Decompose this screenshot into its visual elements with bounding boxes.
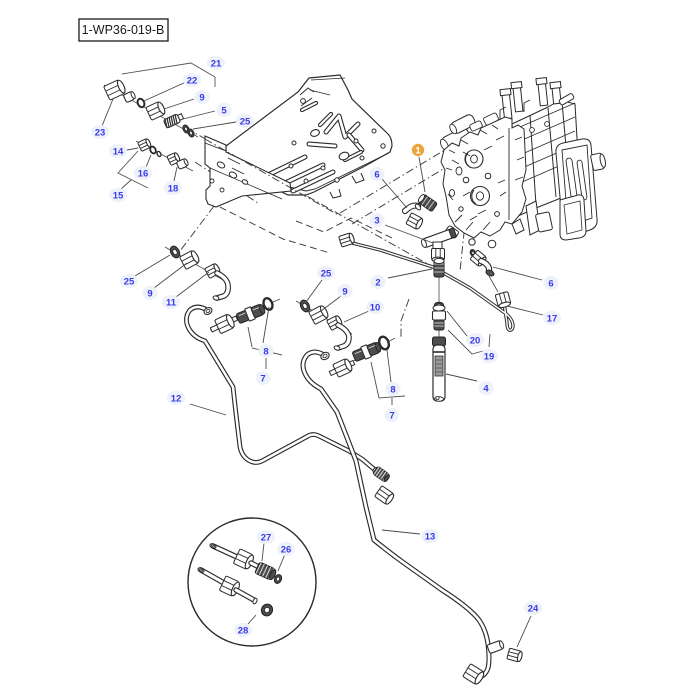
svg-text:25: 25 — [321, 268, 332, 279]
svg-text:22: 22 — [187, 75, 198, 86]
svg-text:8: 8 — [390, 384, 395, 395]
svg-text:25: 25 — [240, 116, 251, 127]
svg-text:1: 1 — [415, 145, 421, 156]
svg-text:9: 9 — [147, 288, 152, 299]
svg-text:6: 6 — [548, 278, 553, 289]
svg-text:21: 21 — [211, 58, 222, 69]
svg-text:11: 11 — [166, 297, 177, 308]
svg-text:7: 7 — [260, 373, 265, 384]
svg-text:9: 9 — [199, 92, 204, 103]
svg-text:3: 3 — [374, 215, 379, 226]
svg-text:1-WP36-019-B: 1-WP36-019-B — [82, 23, 165, 37]
svg-text:7: 7 — [389, 410, 394, 421]
svg-text:24: 24 — [528, 603, 539, 614]
svg-text:2: 2 — [375, 277, 380, 288]
svg-text:15: 15 — [113, 190, 124, 201]
svg-text:10: 10 — [370, 302, 381, 313]
svg-text:14: 14 — [113, 146, 124, 157]
svg-text:27: 27 — [261, 532, 272, 543]
svg-text:28: 28 — [238, 625, 249, 636]
svg-text:26: 26 — [281, 544, 292, 555]
svg-text:6: 6 — [374, 169, 379, 180]
svg-text:12: 12 — [171, 393, 182, 404]
svg-text:23: 23 — [95, 127, 106, 138]
svg-text:20: 20 — [470, 335, 481, 346]
svg-text:16: 16 — [138, 168, 149, 179]
svg-text:17: 17 — [547, 313, 558, 324]
svg-text:8: 8 — [263, 346, 268, 357]
svg-text:5: 5 — [221, 105, 227, 116]
svg-text:25: 25 — [124, 276, 135, 287]
svg-text:18: 18 — [168, 183, 179, 194]
svg-text:4: 4 — [483, 383, 489, 394]
svg-text:13: 13 — [425, 531, 436, 542]
svg-text:19: 19 — [484, 351, 495, 362]
svg-text:9: 9 — [342, 286, 347, 297]
